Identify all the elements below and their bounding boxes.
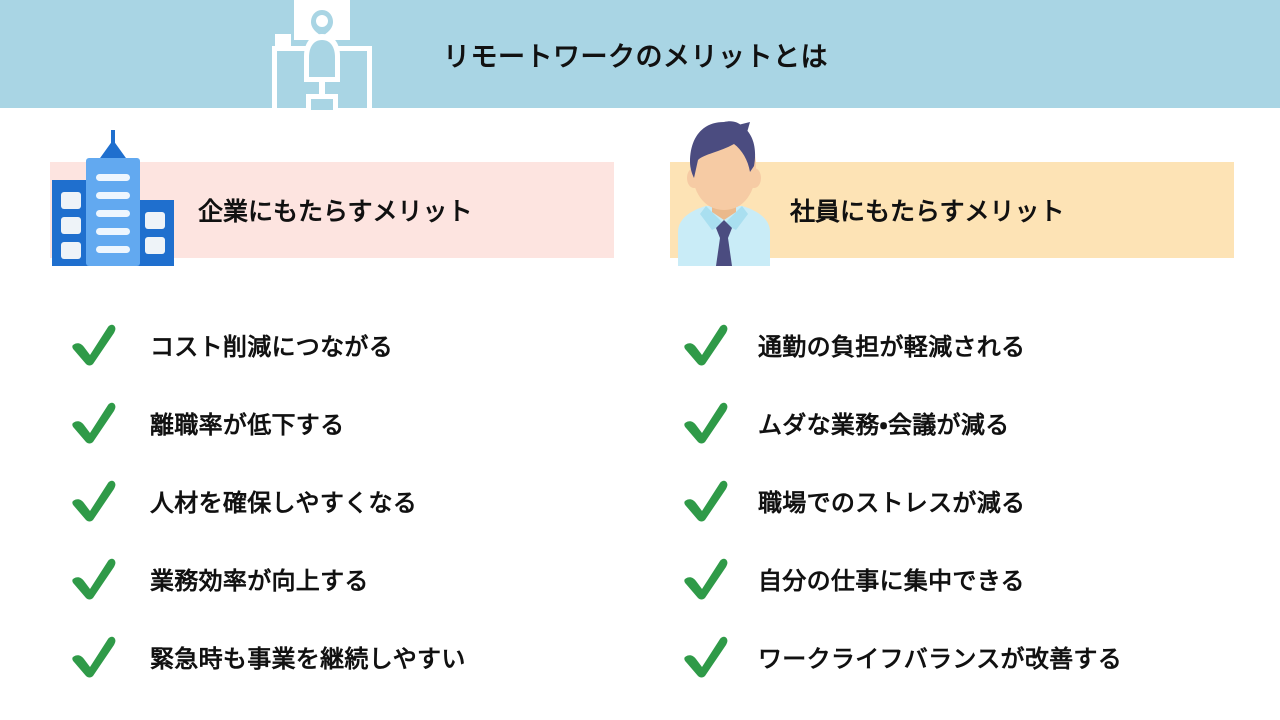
check-icon — [70, 322, 118, 366]
list-item-label: 通勤の負担が軽減される — [758, 333, 1026, 361]
page-title: リモートワークのメリットとは — [443, 41, 828, 72]
column-heading-employee: 社員にもたらすメリット — [790, 198, 1065, 226]
list-item-label: 職場でのストレスが減る — [758, 489, 1026, 517]
remote-worker-desk-icon — [262, 0, 382, 110]
list-item: 職場でのストレスが減る — [682, 461, 1252, 539]
check-icon — [682, 322, 730, 366]
check-icon — [70, 400, 118, 444]
list-item-label: 自分の仕事に集中できる — [758, 567, 1025, 595]
check-icon — [682, 556, 730, 600]
list-item: 離職率が低下する — [70, 383, 630, 461]
list-item-label: 業務効率が向上する — [150, 567, 369, 595]
list-item: コスト削減につながる — [70, 305, 630, 383]
list-item-label: 離職率が低下する — [150, 411, 345, 439]
list-item-label: ワークライフバランスが改善する — [758, 645, 1123, 673]
list-item: 自分の仕事に集中できる — [682, 539, 1252, 617]
list-item: 緊急時も事業を継続しやすい — [70, 617, 630, 695]
list-item: 通勤の負担が軽減される — [682, 305, 1252, 383]
header-band: リモートワークのメリットとは — [0, 0, 1280, 110]
check-icon — [682, 634, 730, 678]
list-item: ワークライフバランスが改善する — [682, 617, 1252, 695]
list-item-label: 人材を確保しやすくなる — [150, 489, 418, 517]
check-icon — [70, 478, 118, 522]
list-item: 業務効率が向上する — [70, 539, 630, 617]
list-item: 人材を確保しやすくなる — [70, 461, 630, 539]
benefits-list-employee: 通勤の負担が軽減される ムダな業務・会議が減る 職場でのストレスが減る — [682, 305, 1252, 695]
check-icon — [70, 634, 118, 678]
list-item: ムダな業務・会議が減る — [682, 383, 1252, 461]
check-icon — [682, 400, 730, 444]
businessman-avatar-icon — [662, 120, 786, 266]
check-icon — [682, 478, 730, 522]
list-item-label: コスト削減につながる — [150, 333, 393, 361]
list-item-label: 緊急時も事業を継続しやすい — [150, 645, 466, 673]
benefits-list-company: コスト削減につながる 離職率が低下する 人材を確保しやすくなる — [70, 305, 630, 695]
column-heading-company: 企業にもたらすメリット — [198, 198, 473, 226]
office-building-icon — [50, 128, 176, 266]
check-icon — [70, 556, 118, 600]
list-item-label: ムダな業務・会議が減る — [758, 411, 1010, 439]
